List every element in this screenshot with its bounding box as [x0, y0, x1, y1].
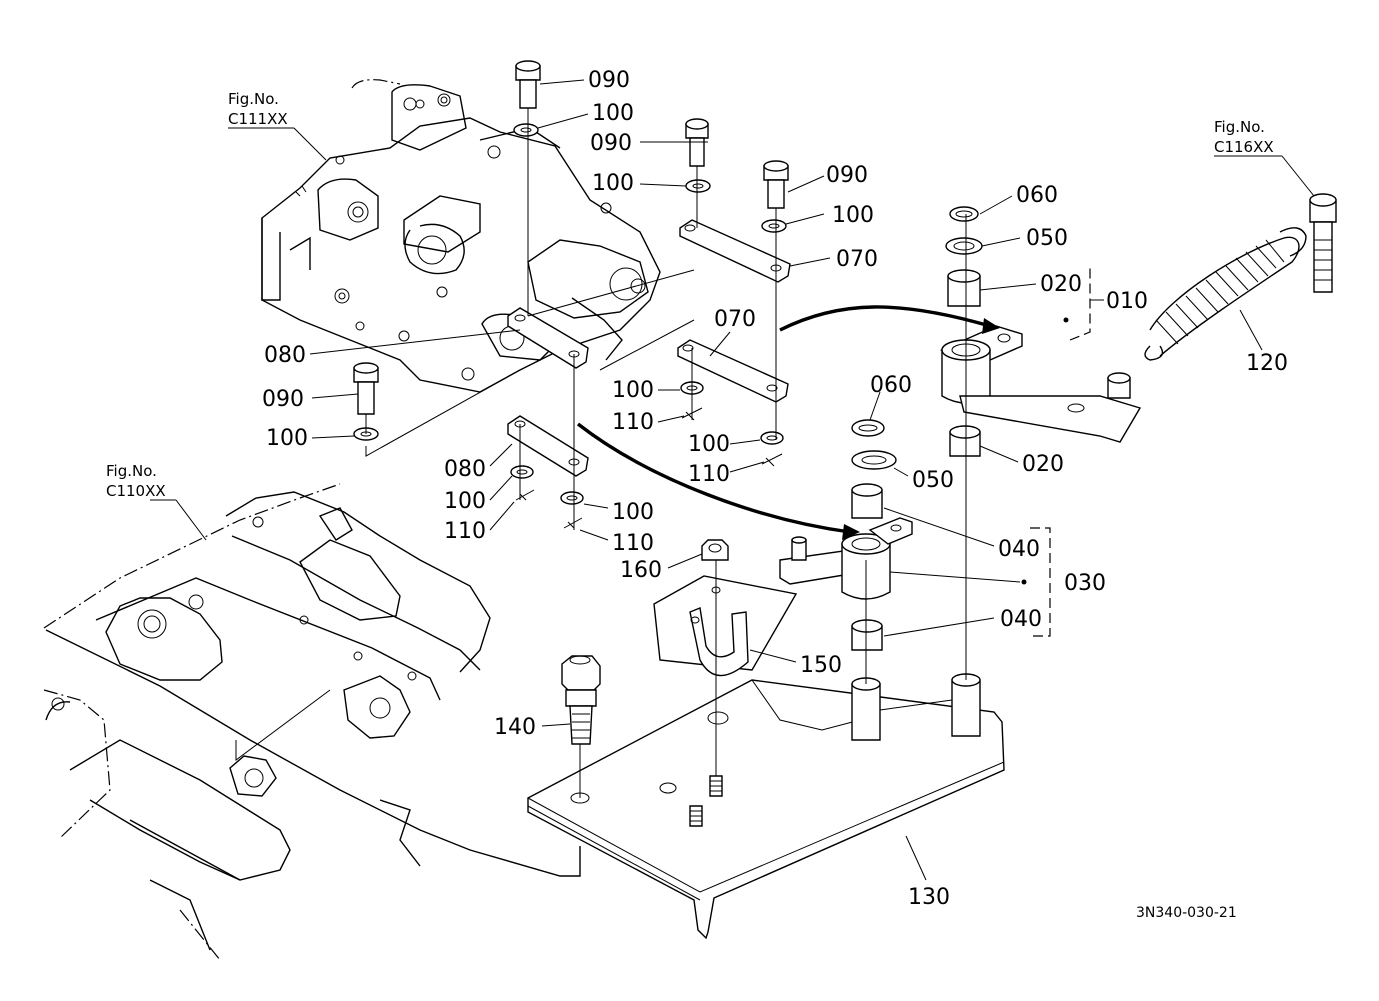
callout-060-b: 060: [870, 373, 912, 398]
upper-bushings: [945, 206, 983, 457]
callout-050-a: 050: [1026, 226, 1068, 251]
callout-110-d: 110: [612, 531, 654, 556]
callout-100-f: 100: [688, 432, 730, 457]
fig-ref-c111: Fig.No. C111XX: [228, 90, 327, 161]
callout-labels: 090 100 090 100 090 100 070 060 050 020 …: [262, 68, 1288, 910]
bracket-plate: [653, 575, 798, 677]
callout-100-h: 100: [612, 500, 654, 525]
callout-110-b: 110: [688, 462, 730, 487]
fig-ref-c116: Fig.No. C116XX: [1214, 118, 1315, 197]
bolt-140: [561, 655, 601, 745]
lower-bushings: [851, 419, 897, 651]
reference-dot-010: [1063, 317, 1069, 323]
callout-020-a: 020: [1040, 272, 1082, 297]
fig-ref-c111-line2: C111XX: [228, 110, 288, 128]
callout-110-c: 110: [444, 519, 486, 544]
callout-050-b: 050: [912, 468, 954, 493]
callout-020-b: 020: [1022, 452, 1064, 477]
callout-140: 140: [494, 715, 536, 740]
callout-040-a: 040: [998, 537, 1040, 562]
fig-ref-c110: Fig.No. C110XX: [106, 462, 207, 541]
lever-arm-010: [939, 325, 1142, 443]
callout-090-a: 090: [588, 68, 630, 93]
callout-090-d: 090: [262, 387, 304, 412]
callout-150: 150: [800, 653, 842, 678]
pins-washers: [353, 60, 789, 529]
callout-090-c: 090: [826, 163, 868, 188]
callout-010: 010: [1106, 289, 1148, 314]
callout-100-g: 100: [444, 489, 486, 514]
callout-080-b: 080: [444, 457, 486, 482]
callout-120: 120: [1246, 351, 1288, 376]
callout-090-b: 090: [590, 131, 632, 156]
links: [507, 219, 791, 477]
callout-110-a: 110: [612, 410, 654, 435]
fig-ref-c110-line1: Fig.No.: [106, 462, 157, 480]
reference-dot-030: [1021, 579, 1027, 585]
callout-130: 130: [908, 885, 950, 910]
fig-ref-c116-line2: C116XX: [1214, 138, 1274, 156]
callout-100-d: 100: [266, 426, 308, 451]
fig-ref-c111-line1: Fig.No.: [228, 90, 279, 108]
callout-100-e: 100: [612, 378, 654, 403]
plate-screws: [689, 775, 723, 827]
callout-100-b: 100: [592, 171, 634, 196]
drawing-code: 3N340-030-21: [1136, 905, 1237, 921]
callout-100-c: 100: [832, 203, 874, 228]
assembly-arrows: [576, 305, 1000, 540]
leader-lines: [309, 79, 1263, 881]
valve-block: [261, 79, 661, 393]
callout-040-b: 040: [1000, 607, 1042, 632]
callout-070-a: 070: [836, 247, 878, 272]
bolt-160: [701, 539, 729, 561]
callout-060-a: 060: [1016, 183, 1058, 208]
transmission-case: [43, 483, 581, 961]
fig-ref-c116-line1: Fig.No.: [1214, 118, 1265, 136]
callout-030: 030: [1064, 571, 1106, 596]
fig-ref-c110-line2: C110XX: [106, 482, 166, 500]
group-brackets: [1030, 268, 1091, 637]
callout-100-a: 100: [592, 101, 634, 126]
spring-120: [1144, 227, 1307, 361]
spring-pin: [1309, 193, 1337, 293]
axis-lines: [235, 108, 967, 798]
callout-070-b: 070: [714, 307, 756, 332]
callout-160: 160: [620, 558, 662, 583]
callout-080-a: 080: [264, 343, 306, 368]
